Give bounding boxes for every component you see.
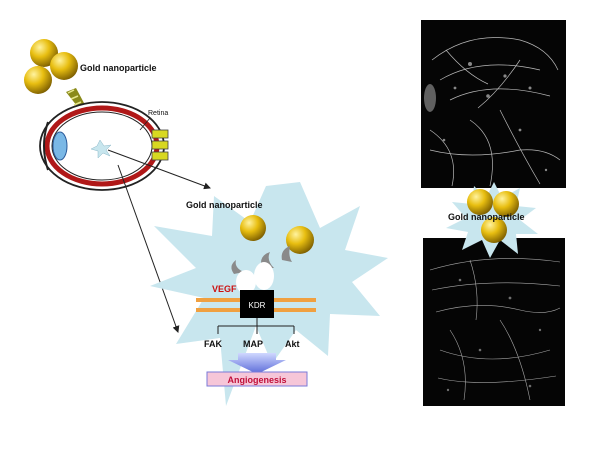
kdr-label: KDR: [249, 301, 266, 310]
gold-nanoparticle-cluster-top: [24, 39, 78, 94]
eye-burst-icon: [90, 139, 112, 159]
angiogenesis-box: [206, 371, 308, 387]
retina-pointer: [139, 117, 151, 131]
angiogenesis-label: Angiogenesis: [227, 375, 286, 385]
gold-nanoparticle-label-top: Gold nanoparticle: [80, 63, 157, 73]
vegf-shape-left: [231, 260, 244, 274]
receptor-lobe-left: [236, 270, 256, 294]
gold-nanoparticle-cluster-right: [467, 189, 519, 243]
gold-nanoparticle-label-center: Gold nanoparticle: [186, 200, 263, 210]
angiogenesis-arrow-icon: [228, 353, 286, 374]
map-label: MAP: [243, 339, 263, 349]
akt-label: Akt: [285, 339, 300, 349]
gold-nanoparticle-label-right: Gold nanoparticle: [448, 212, 525, 222]
pointer-arrow-down: [117, 164, 180, 333]
signaling-tree: [217, 318, 295, 334]
vegf-label: VEGF: [212, 284, 237, 294]
kdr-receptor-box: [240, 290, 274, 318]
gold-nanoparticle-pair: [240, 215, 314, 254]
vegf-shape-right: [281, 246, 292, 262]
pointer-arrow-right: [107, 149, 211, 190]
receptor-lobe-right: [254, 262, 274, 290]
retina-micrograph-bottom: [423, 238, 565, 406]
fak-label: FAK: [204, 339, 223, 349]
retina-micrograph-top: [421, 20, 566, 188]
retina-label: Retina: [148, 110, 168, 117]
eye-illustration: [39, 101, 169, 191]
